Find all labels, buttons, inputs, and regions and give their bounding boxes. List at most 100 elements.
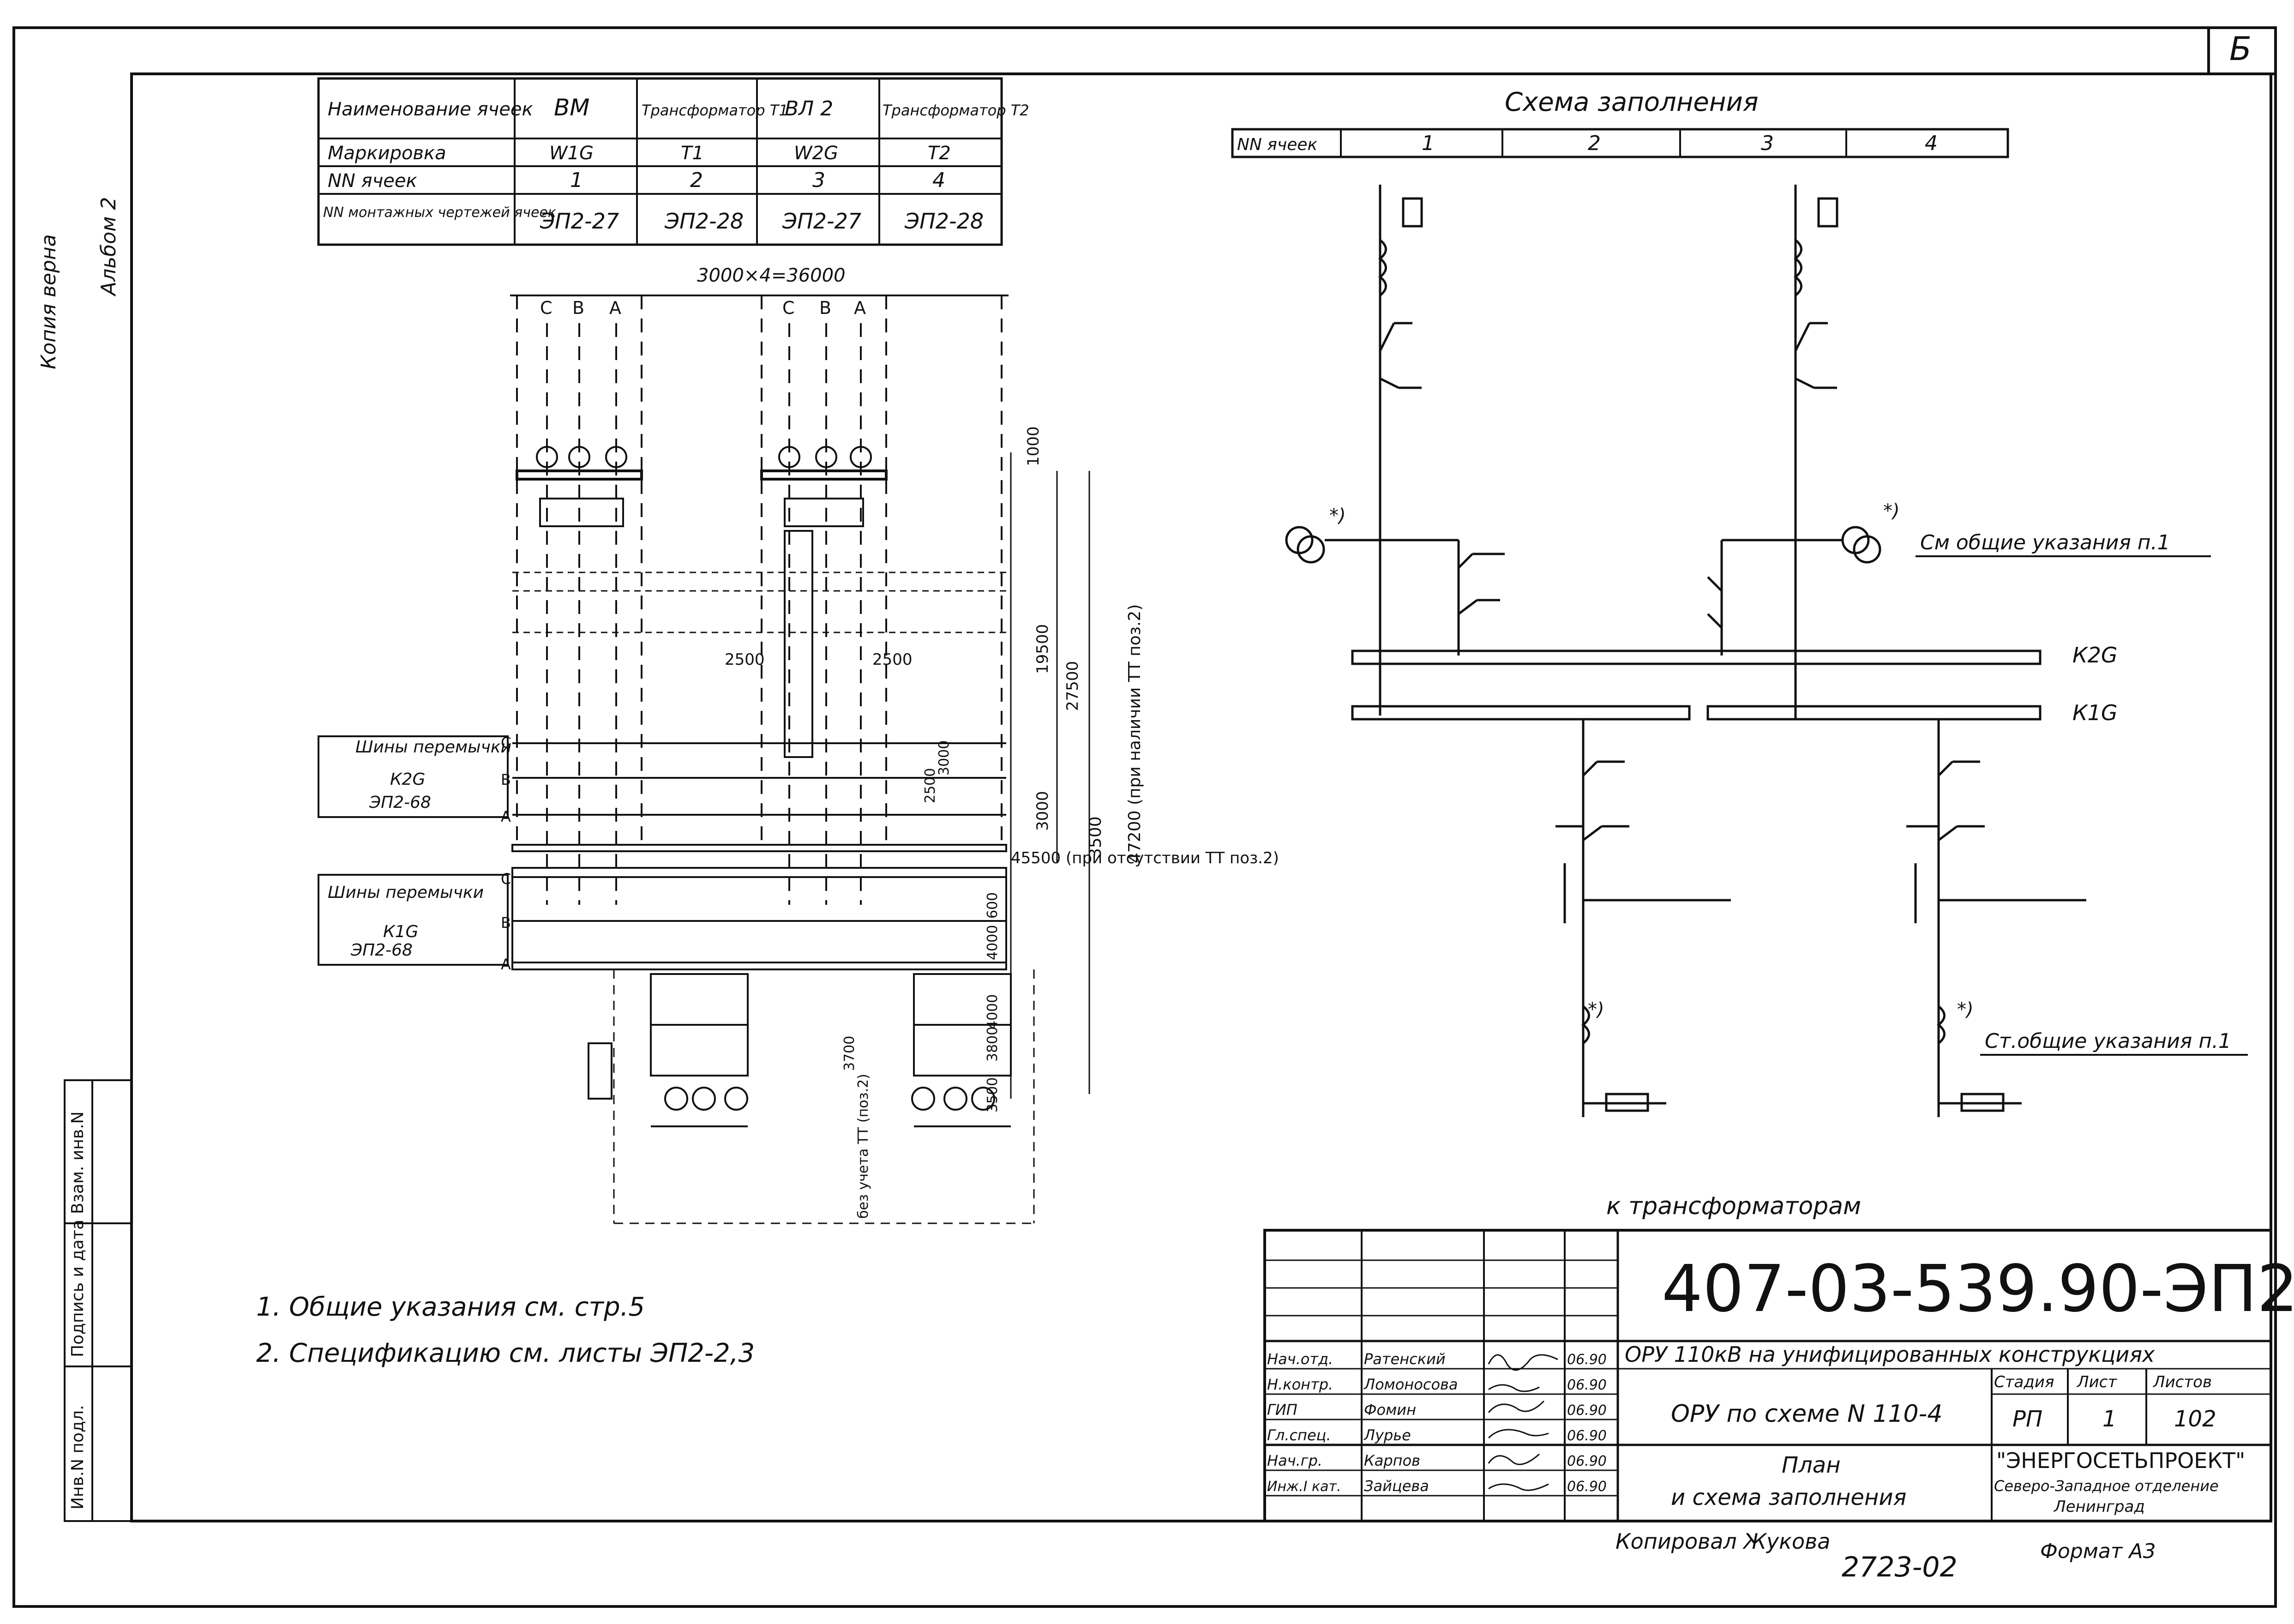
staff-date-4: 06.90 [1567, 1428, 1607, 1444]
drawing-number: 2723-02 [1842, 1551, 1958, 1583]
table-num-2: 2 [690, 168, 703, 192]
staff-name-6: Зайцева [1364, 1477, 1429, 1495]
staff-date-2: 06.90 [1567, 1377, 1607, 1393]
sheet-value: 1 [2102, 1406, 2117, 1432]
scheme-cell-1: 1 [1422, 132, 1435, 155]
svg-text:B: B [501, 914, 511, 932]
staff-name-2: Ломоносова [1363, 1376, 1458, 1393]
svg-text:B: B [501, 771, 511, 788]
table-head-num: NN ячеек [328, 170, 417, 192]
staff-date-3: 06.90 [1567, 1402, 1607, 1419]
stamp-sign: Подпись и дата [68, 1220, 87, 1357]
side-stamp: Инв.N подл. Подпись и дата Взам. инв.N [64, 1079, 132, 1522]
staff-role-2: Н.контр. [1267, 1376, 1333, 1393]
plan-view: 3000×4=36000 C B A C B A [318, 265, 1279, 1224]
staff-role-3: ГИП [1267, 1401, 1297, 1419]
sheets-header: Листов [2152, 1373, 2212, 1391]
phase-a-right: A [854, 298, 866, 318]
copy-note: Копия верна [37, 234, 60, 369]
sheets-value: 102 [2174, 1406, 2216, 1432]
title-block: 407-03-539.90-ЭП2 ОРУ 110кВ на унифициро… [1263, 1229, 2294, 1522]
table-cell-1-name: ВМ [554, 94, 589, 121]
staff-role-1: Нач.отд. [1267, 1350, 1333, 1368]
bus-k2g-title: Шины перемычки [355, 738, 511, 757]
scheme-header-label: NN ячеек [1237, 135, 1318, 154]
staff-name-5: Карпов [1364, 1452, 1420, 1469]
dim-3000-a: 2500 [922, 768, 938, 803]
staff-role-5: Нач.гр. [1267, 1452, 1322, 1469]
bus-k2g-mark: К2G [390, 770, 425, 789]
stage-header: Стадия [1994, 1373, 2054, 1391]
org-city: Ленинград [2053, 1498, 2145, 1516]
table-num-1: 1 [570, 168, 583, 192]
org-name: "ЭНЕРГОСЕТЬПРОЕКТ" [1996, 1448, 2245, 1473]
bus-k2g-drawing: ЭП2-68 [369, 793, 431, 812]
table-drawing-4: ЭП2-28 [904, 209, 984, 234]
plan-overall-dim: 3000×4=36000 [697, 265, 846, 286]
svg-text:C: C [501, 734, 511, 752]
dim-4000-b: 4000 [985, 925, 1001, 960]
stage-value: РП [2012, 1406, 2042, 1432]
sheet-title-2: и схема заполнения [1671, 1485, 1906, 1510]
dim-45500: 47200 (при наличии ТТ поз.2) [1125, 604, 1144, 863]
drawing-frame [12, 26, 2277, 1608]
table-cell-4-name: Трансформатор Т2 [883, 102, 1029, 119]
scheme-bottom-caption: к трансформаторам [1606, 1192, 1861, 1220]
phase-b-left: B [572, 298, 584, 318]
phase-b-right: B [819, 298, 831, 318]
table-drawing-1: ЭП2-27 [540, 209, 619, 234]
table-cell-2-name: Трансформатор Т1 [642, 102, 788, 119]
stamp-inv: Инв.N подл. [68, 1405, 87, 1510]
asterisk-3: *) [1883, 500, 1900, 522]
scheme-cell-3: 3 [1761, 132, 1774, 155]
table-cell-3-name: ВЛ 2 [785, 97, 833, 120]
copied-by: Копировал Жукова [1615, 1529, 1830, 1554]
bus-k1g-title: Шины перемычки [328, 883, 484, 902]
staff-role-4: Гл.спец. [1267, 1426, 1331, 1444]
dim-600: 45500 (при отсутствии ТТ поз.2) [1011, 849, 1279, 867]
table-mark-1: W1G [549, 143, 594, 164]
svg-text:C: C [501, 870, 511, 888]
staff-name-1: Ратенский [1364, 1350, 1446, 1368]
bus-k1g-mark: К1G [383, 922, 418, 941]
table-head-name: Наименование ячеек [328, 99, 533, 120]
table-drawing-3: ЭП2-27 [782, 209, 861, 234]
cell-table: Наименование ячеек ВМ Трансформатор Т1 В… [317, 77, 1029, 246]
table-mark-4: T2 [928, 143, 951, 164]
dim-2500-a: 2500 [725, 650, 765, 669]
scheme-cell-2: 2 [1588, 132, 1601, 155]
scheme-cell-4: 4 [1925, 132, 1938, 155]
signatures [1488, 1354, 1558, 1491]
asterisk-4: *) [1957, 999, 1974, 1020]
phase-c-left: C [540, 298, 552, 318]
bus-label-k1g: К1G [2072, 700, 2118, 725]
bus-k1g-drawing: ЭП2-68 [350, 941, 413, 960]
dim-3800: 3700 [841, 1036, 858, 1071]
staff-name-3: Фомин [1364, 1401, 1416, 1419]
dim-3500-b: 3800 [985, 1027, 1001, 1062]
staff-date-6: 06.90 [1567, 1479, 1607, 1495]
table-mark-3: W2G [794, 143, 838, 164]
staff-role-6: Инж.I кат. [1267, 1479, 1341, 1495]
ct-note: без учета ТТ (поз.2) [855, 1074, 871, 1219]
filling-scheme: Схема заполнения NN ячеек 1 2 3 4 [1231, 87, 2248, 1220]
dim-19500: 19500 [1033, 624, 1052, 674]
staff-date-1: 06.90 [1567, 1352, 1607, 1368]
sheet-header: Лист [2076, 1373, 2117, 1391]
drawing-code: 407-03-539.90-ЭП2 [1662, 1251, 2294, 1327]
dim-3000-b: 3000 [936, 740, 952, 776]
note-2: 2. Спецификацию см. листы ЭП2-2,3 [256, 1338, 755, 1368]
project-name: ОРУ 110кВ на унифицированных конструкция… [1625, 1342, 2155, 1367]
table-drawing-2: ЭП2-28 [664, 209, 744, 234]
bus-label-k2g: К2G [2072, 643, 2118, 668]
svg-text:A: A [501, 956, 511, 973]
svg-text:A: A [501, 808, 511, 825]
table-mark-2: T1 [681, 143, 704, 164]
asterisk-2: *) [1588, 999, 1604, 1020]
dim-3500: 3000 [1033, 791, 1052, 831]
table-head-mark: Маркировка [328, 143, 446, 164]
sheet-title-1: План [1782, 1452, 1841, 1478]
format-label: Формат А3 [2040, 1540, 2156, 1563]
org-branch: Северо-Западное отделение [1994, 1477, 2219, 1495]
